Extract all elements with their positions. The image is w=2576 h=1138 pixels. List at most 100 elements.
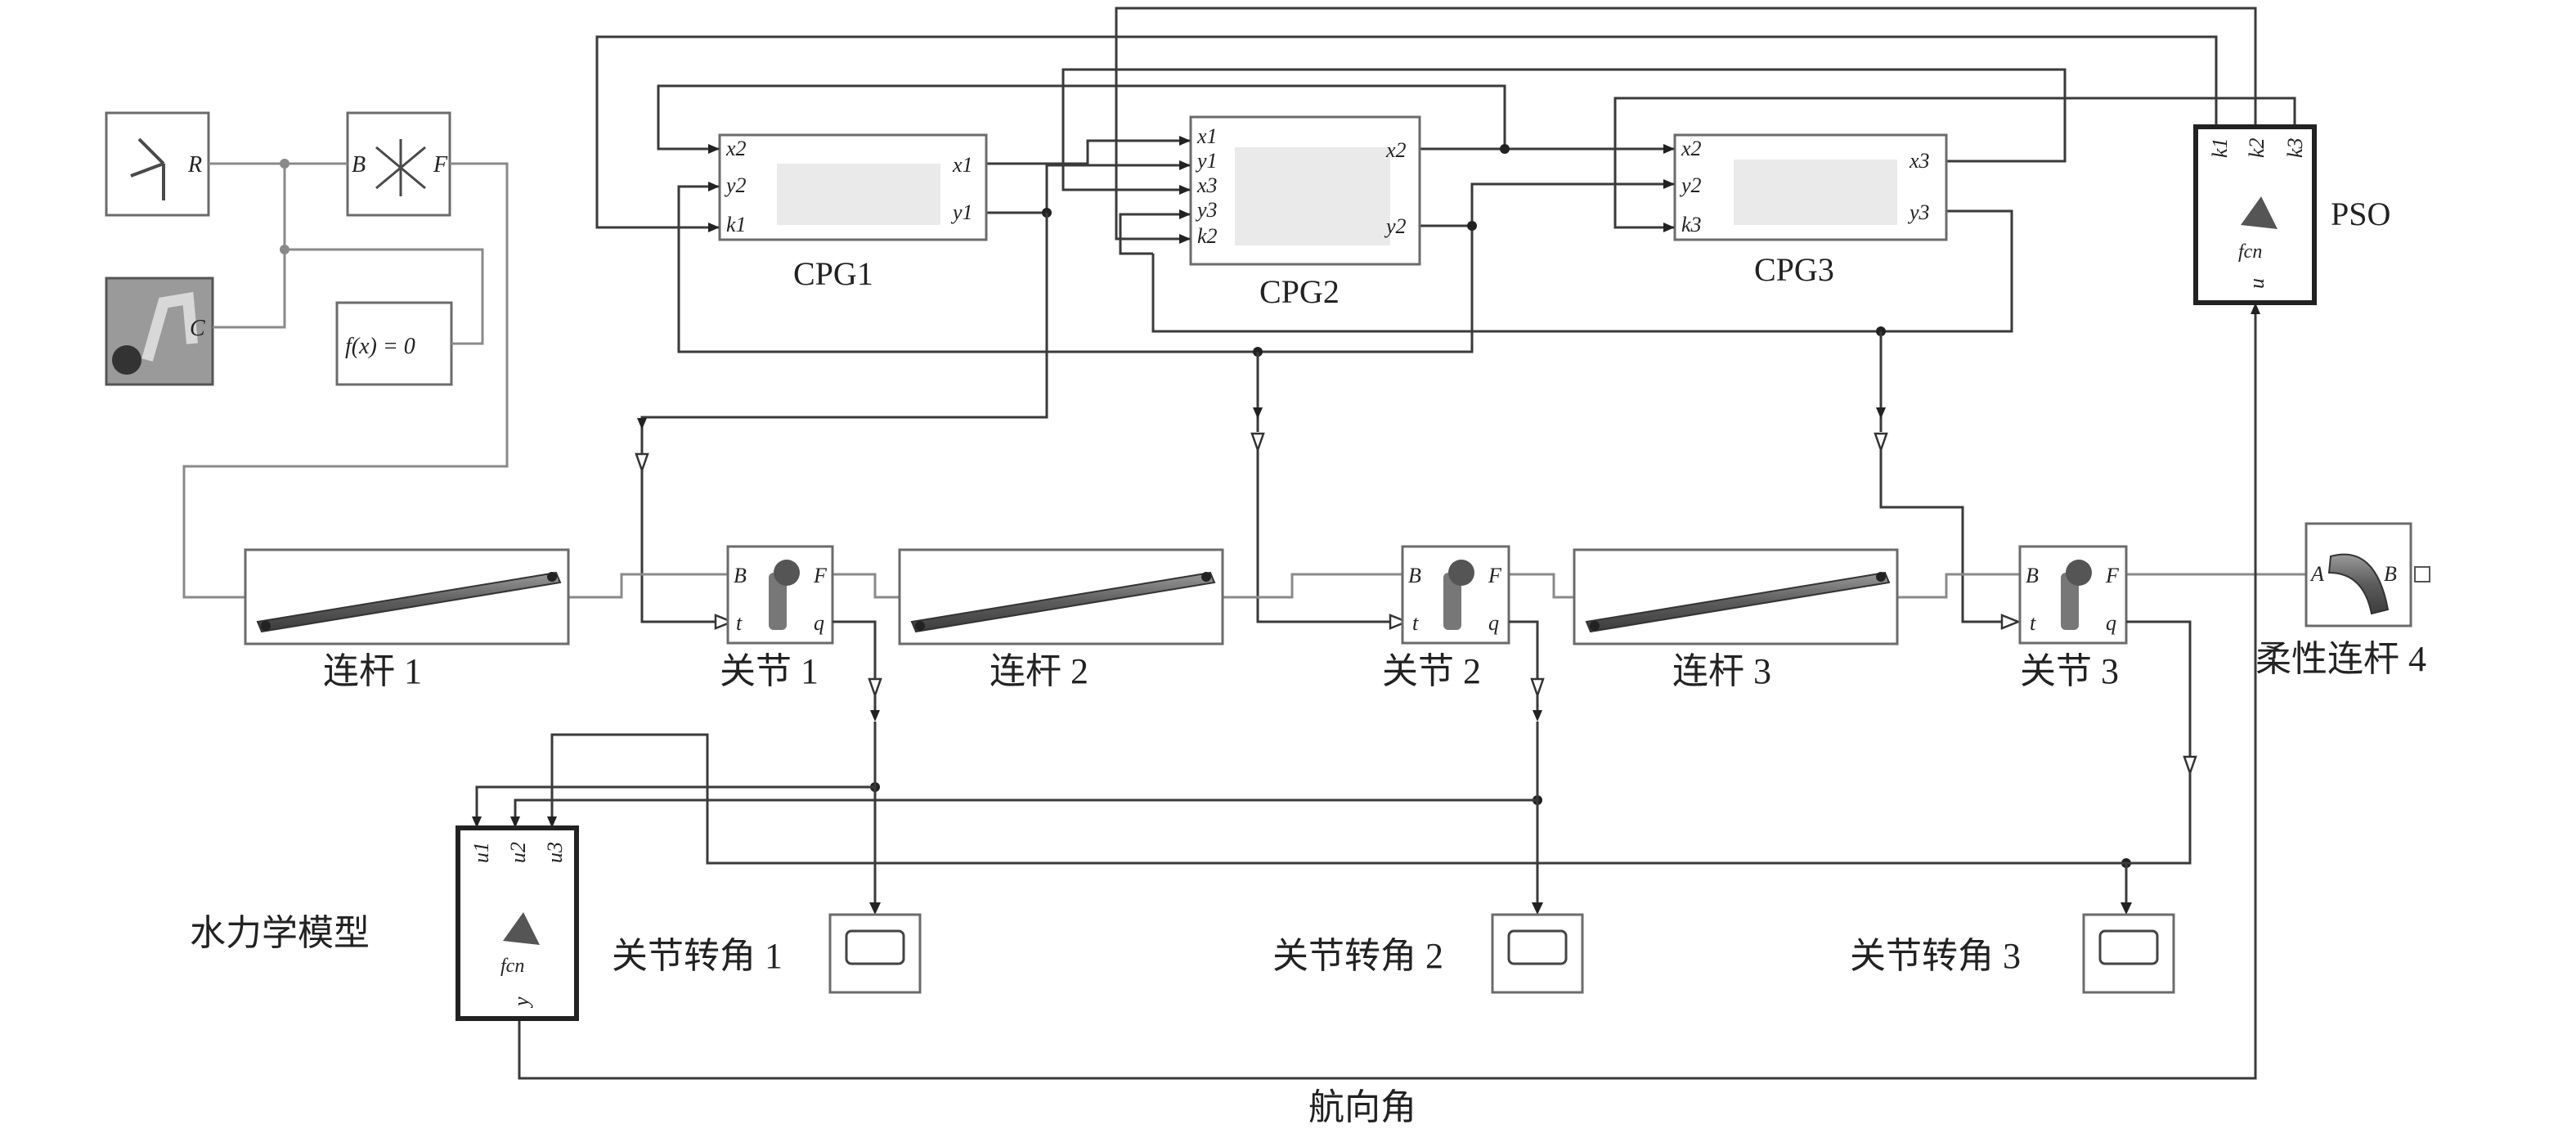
cpg3-port-in-0: x2 [1681, 137, 1702, 160]
hydro-label: 水力学模型 [190, 913, 370, 953]
scope-2[interactable]: 关节转角 2 [1272, 913, 1584, 994]
flexible-link-label: 柔性连杆 4 [2255, 639, 2426, 679]
transform-port-f: F [433, 152, 448, 178]
heading-signal-label: 航向角 [1308, 1087, 1416, 1127]
joint-output-wires [472, 314, 2257, 1080]
hydro-port-in-0: u1 [469, 842, 493, 863]
cpg1-port-out-0: x1 [952, 153, 973, 177]
joint-2-label: 关节 2 [1382, 651, 1481, 691]
solver-config-equation: f(x) = 0 [345, 334, 415, 359]
scope-1-label: 关节转角 1 [612, 936, 783, 976]
hydro-port-out-0: y [509, 996, 533, 1009]
cpg3-port-out-1: y3 [1907, 200, 1930, 224]
pso-port-out-1: k2 [2245, 137, 2269, 158]
cpg2-block[interactable]: x1 y1 x3 y3 k2 x2 y2 CPG2 [1189, 115, 1421, 310]
beam-icon [256, 571, 562, 633]
cpg2-label: CPG2 [1259, 273, 1340, 310]
revolute-joint-icon [2061, 560, 2092, 630]
beam-icon [1585, 571, 1891, 633]
joint-2-port-t: t [1412, 611, 1419, 635]
scope-icon [845, 929, 905, 965]
cpg-input-arrows [708, 136, 1675, 244]
joint-3-port-q: q [2106, 611, 2116, 635]
mechanical-chain-wires [568, 573, 2306, 599]
feedback-wires [595, 7, 2296, 353]
joint-2-port-q: q [1488, 611, 1499, 635]
joint-3-port-b: B [2026, 564, 2039, 587]
scope-icon [2098, 929, 2159, 965]
pso-port-out-2: k3 [2283, 137, 2307, 158]
link-3-block[interactable]: 连杆 3 [1573, 548, 1899, 691]
mechanism-config-block[interactable]: C [105, 277, 214, 386]
cpg2-port-in-1: y1 [1195, 149, 1218, 173]
scope-1[interactable]: 关节转角 1 [612, 913, 922, 994]
cpg2-port-out-0: x2 [1385, 138, 1407, 162]
joint-1-port-t: t [736, 611, 743, 635]
scope-3-label: 关节转角 3 [1850, 936, 2021, 976]
link-1-label: 连杆 1 [323, 651, 422, 691]
joint-2-block[interactable]: B F t q 关节 2 [1382, 545, 1510, 691]
hydro-fcn-label: fcn [500, 956, 524, 977]
cpg2-port-in-4: k2 [1197, 224, 1218, 248]
cpg3-label: CPG3 [1754, 251, 1834, 288]
joint-1-port-q: q [814, 611, 824, 635]
scope-3[interactable]: 关节转角 3 [1850, 913, 2175, 994]
joint-1-port-f: F [813, 564, 828, 587]
joint-2-port-b: B [1408, 564, 1421, 587]
cpg1-port-out-1: y1 [950, 200, 973, 224]
cpg2-port-in-3: y3 [1195, 198, 1218, 222]
link-2-label: 连杆 2 [990, 651, 1088, 691]
cpg-to-joint-wires [635, 213, 2022, 630]
scope-2-label: 关节转角 2 [1272, 936, 1443, 976]
link-2-block[interactable]: 连杆 2 [898, 548, 1224, 691]
flexible-link-port-a: A [2309, 562, 2324, 586]
joint-3-port-t: t [2030, 611, 2036, 635]
cpg1-block[interactable]: x2 y2 k1 x1 y1 CPG1 [718, 133, 988, 292]
joint-3-label: 关节 3 [2020, 651, 2119, 691]
flexible-link-block[interactable]: A B 柔性连杆 4 [2255, 522, 2430, 679]
pso-label: PSO [2331, 196, 2390, 232]
joint-1-port-b: B [734, 564, 747, 587]
world-frame-port-r: R [187, 152, 202, 178]
joint-1-block[interactable]: B F t q 关节 1 [720, 545, 834, 691]
link-3-label: 连杆 3 [1672, 651, 1771, 691]
cpg2-port-in-0: x1 [1196, 124, 1218, 148]
matlab-function-icon [2241, 196, 2278, 229]
cpg3-port-in-1: y2 [1679, 173, 1702, 197]
cpg1-label: CPG1 [793, 255, 873, 292]
pso-fcn-label: fcn [2238, 241, 2262, 263]
cpg1-port-in-1: y2 [724, 173, 747, 197]
cpg2-port-in-2: x3 [1196, 173, 1218, 197]
flexible-link-port-b: B [2384, 562, 2397, 586]
matlab-function-icon [503, 912, 540, 945]
transform-block[interactable]: B F [346, 111, 451, 217]
revolute-joint-icon [1443, 560, 1474, 630]
transform-icon [375, 139, 426, 196]
hydro-port-in-1: u2 [506, 842, 530, 863]
cpg3-port-out-0: x3 [1909, 149, 1930, 173]
joint-3-block[interactable]: B F t q 关节 3 [2018, 545, 2128, 691]
joint-2-port-f: F [1488, 564, 1502, 587]
flexible-beam-icon [2327, 553, 2390, 615]
transform-port-b: B [352, 152, 366, 178]
frame-wires [182, 162, 509, 599]
hydro-port-in-2: u3 [543, 842, 567, 863]
beam-icon [910, 571, 1216, 633]
cpg2-port-out-1: y2 [1384, 214, 1407, 238]
hydro-model-block[interactable]: u1 u2 u3 fcn y 水力学模型 [190, 825, 579, 1021]
world-frame-icon [130, 137, 165, 200]
cpg1-port-in-0: x2 [725, 137, 747, 160]
link-1-block[interactable]: 连杆 1 [244, 548, 570, 691]
world-frame-block[interactable]: R [105, 111, 210, 217]
cpg3-block[interactable]: x2 y2 k3 x3 y3 CPG3 [1673, 133, 1948, 288]
cpg3-port-in-2: k3 [1681, 213, 1702, 236]
scope-icon [1507, 929, 1568, 965]
pso-port-in-0: u [2245, 278, 2269, 289]
joint-3-port-f: F [2105, 564, 2120, 587]
solver-config-block[interactable]: f(x) = 0 [335, 301, 453, 386]
pso-block[interactable]: k1 k2 k3 fcn u PSO [2193, 124, 2390, 314]
revolute-joint-icon [769, 560, 800, 630]
mechanism-config-port-c: C [190, 316, 205, 341]
